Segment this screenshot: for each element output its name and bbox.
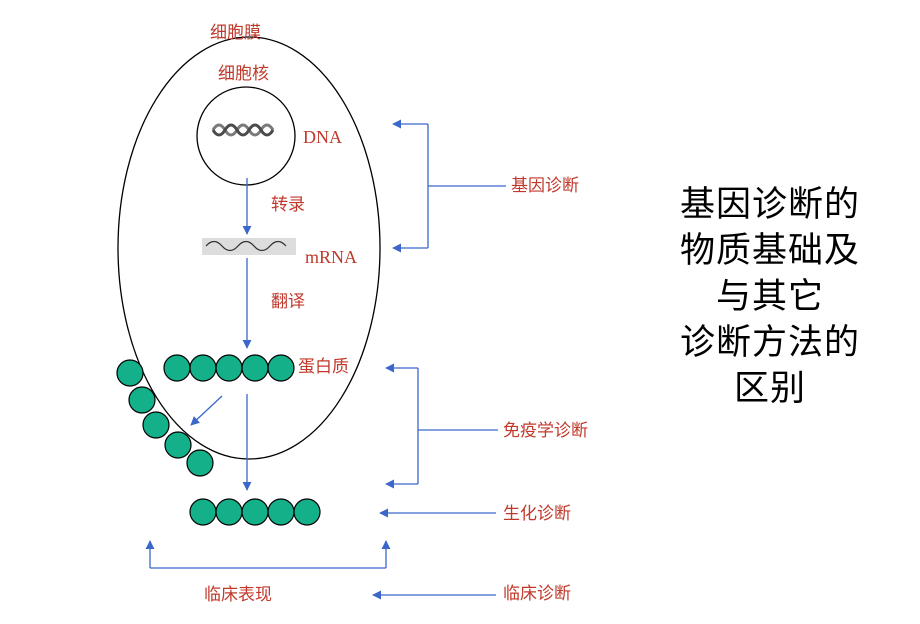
cell-membrane-label: 细胞膜 <box>210 23 261 43</box>
immunology-diagnosis-bracket <box>385 363 498 489</box>
clinical-manifestation-label: 临床表现 <box>204 585 272 605</box>
membrane-protein-arrow <box>190 395 223 426</box>
nucleus-outline <box>196 86 296 186</box>
title-line: 基因诊断的 <box>679 185 860 225</box>
mrna-label: mRNA <box>305 247 358 267</box>
protein-chain-intracellular <box>163 354 295 382</box>
transcription-label: 转录 <box>271 195 305 215</box>
clinical-diagnosis-label: 临床诊断 <box>503 584 571 604</box>
title-line: 物质基础及 <box>679 231 860 271</box>
gene-diagnosis-label: 基因诊断 <box>511 176 579 196</box>
cell-membrane-outline <box>117 36 381 460</box>
title-line: 诊断方法的 <box>679 323 860 363</box>
gene-diagnosis-bracket <box>392 119 506 253</box>
dna-label: DNA <box>303 127 342 147</box>
dna-helix-icon <box>211 123 275 137</box>
protein-label: 蛋白质 <box>298 357 349 377</box>
nucleus-label: 细胞核 <box>218 64 269 84</box>
slide-title: 基因诊断的 物质基础及 与其它 诊断方法的 区别 <box>660 182 880 412</box>
protein-chain-secreted <box>189 498 321 526</box>
protein-chain-membrane <box>116 359 214 477</box>
title-line: 与其它 <box>715 277 824 317</box>
mrna-strand-icon <box>202 238 296 255</box>
biochemical-diagnosis-label: 生化诊断 <box>503 504 571 524</box>
clinical-manifestation-bracket <box>145 540 391 569</box>
immunology-diagnosis-label: 免疫学诊断 <box>503 421 588 441</box>
translation-label: 翻译 <box>271 292 305 312</box>
title-line: 区别 <box>733 369 806 409</box>
